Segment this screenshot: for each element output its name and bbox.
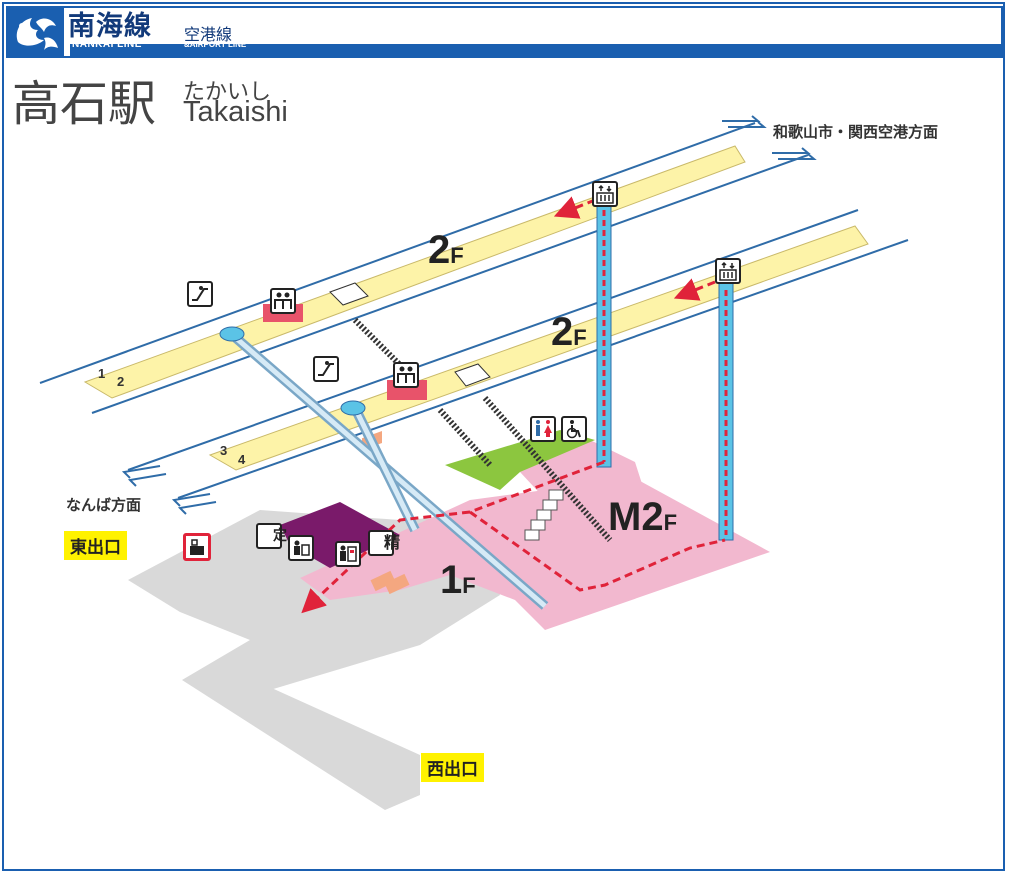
platform-markers	[329, 282, 491, 387]
accessible-icon	[561, 416, 587, 442]
upbound-arrows	[722, 115, 817, 160]
track-3-rail	[127, 209, 859, 471]
track-2-rail	[91, 154, 809, 414]
coin-locker-icon	[183, 533, 211, 561]
track-number-3: 3	[220, 443, 228, 458]
restroom-icon	[530, 416, 556, 442]
floor-label-1f: 1F	[440, 558, 476, 602]
commuter-pass-icon: 定	[256, 523, 287, 549]
ticket-machine-icon	[335, 541, 361, 567]
elevator-icon	[592, 181, 618, 207]
line-sub-en: &AIRPORT LINE	[184, 40, 247, 49]
exit-west[interactable]: 西出口	[421, 753, 484, 782]
line-sub-ja: 空港線	[184, 25, 233, 44]
ticket-office-icon	[288, 535, 314, 561]
stair-mezzanine	[524, 489, 564, 541]
track-1-rail	[39, 122, 756, 384]
brand-stripe	[70, 44, 1001, 56]
track-number-2: 2	[117, 374, 125, 389]
floor-label-m2f: M2F	[608, 495, 678, 539]
escalator-icon	[187, 281, 213, 307]
line-name-en: NANKAI LINE	[72, 39, 142, 50]
floor-label-2f-front: 2F	[551, 310, 587, 354]
restroom-area	[445, 430, 595, 490]
track-number-1: 1	[98, 366, 106, 381]
nankai-logo-icon	[8, 8, 64, 56]
waiting-room-icon	[270, 288, 296, 314]
fare-adjustment-icon: 精	[368, 530, 400, 556]
escalator-icon-front	[313, 356, 339, 382]
direction-upbound: 和歌山市・関西空港方面	[773, 123, 939, 141]
mezzanine-m2f	[520, 440, 660, 558]
exit-east[interactable]: 東出口	[64, 531, 127, 560]
platform-front	[208, 225, 869, 471]
station-name-kana: たかいし	[183, 80, 272, 105]
station-name-ja: 高石駅	[12, 76, 157, 132]
line-name-ja: 南海線	[68, 11, 152, 42]
accessible-route	[301, 196, 726, 614]
waiting-room-icon-front	[393, 362, 419, 388]
brand-header	[6, 6, 1003, 58]
platform-back	[83, 145, 746, 399]
elevator-icon-front	[715, 258, 741, 284]
downbound-arrows	[121, 465, 217, 515]
direction-downbound: なんば方面	[66, 496, 142, 514]
track-number-4: 4	[238, 452, 246, 467]
station-name-en: Takaishi	[183, 96, 288, 128]
stair-back-lower	[437, 407, 493, 468]
floor-label-2f-back: 2F	[428, 228, 464, 272]
concourse-1f	[300, 470, 770, 630]
track-4-rail	[177, 239, 909, 499]
stair-front	[482, 396, 613, 542]
